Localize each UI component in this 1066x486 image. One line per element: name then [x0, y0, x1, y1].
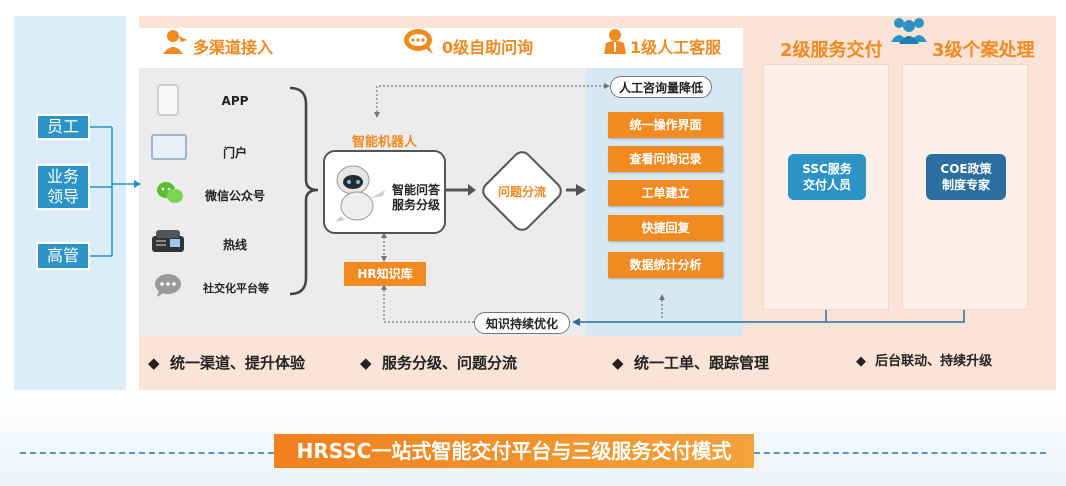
user-business-leader: 业务 领导	[36, 164, 90, 210]
channel-app: APP	[221, 94, 249, 108]
channel-wechat: 微信公众号	[204, 189, 265, 203]
header-level2: 2级服务交付	[780, 40, 883, 61]
banner-line-left	[20, 452, 274, 454]
person-icon	[163, 28, 187, 54]
user-executive: 高管	[36, 242, 90, 270]
portal-icon	[151, 134, 187, 160]
header-self-service: 0级自助问询	[442, 38, 534, 57]
chat-bubble-icon	[403, 28, 437, 54]
optimize-pill: 知识持续优化	[474, 312, 570, 334]
phone-icon	[157, 84, 179, 116]
channel-hotline: 热线	[222, 238, 247, 252]
bottom-point-4: ◆ 后台联动、持续升级	[856, 354, 993, 369]
channel-social: 社交化平台等	[203, 282, 269, 295]
group-icon	[890, 14, 928, 44]
robot-icon	[331, 160, 387, 224]
user-employee: 员工	[36, 114, 90, 140]
header-channels: 多渠道接入	[193, 38, 274, 57]
agent-icon	[604, 28, 626, 54]
header-strip	[139, 28, 743, 68]
manual-item-records: 查看问询记录	[608, 146, 723, 172]
hotline-icon	[150, 228, 186, 254]
bottom-point-3: ◆ 统一工单、跟踪管理	[612, 354, 769, 372]
channel-portal: 门户	[222, 146, 247, 160]
knowledge-base: HR知识库	[344, 262, 426, 286]
robot-text: 智能问答 服务分级	[392, 183, 441, 212]
chat-icon	[153, 272, 183, 298]
manual-item-ticket: 工单建立	[608, 180, 723, 206]
manual-item-statistics: 数据统计分析	[608, 252, 723, 278]
reduce-consult-pill: 人工咨询量降低	[610, 76, 712, 98]
triage-label: 问题分流	[497, 185, 546, 199]
manual-item-quick-reply: 快捷回复	[608, 215, 723, 241]
ssc-delivery-box: SSC服务 交付人员	[788, 154, 866, 200]
banner-line-right	[754, 452, 1046, 454]
bottom-point-2: ◆ 服务分级、问题分流	[360, 354, 517, 372]
wechat-icon	[156, 180, 184, 206]
header-level3: 3级个案处理	[932, 40, 1035, 61]
bottom-point-1: ◆ 统一渠道、提升体验	[148, 354, 305, 372]
banner-title: HRSSC一站式智能交付平台与三级服务交付模式	[274, 434, 754, 468]
robot-title: 智能机器人	[352, 135, 418, 150]
manual-item-unified-ui: 统一操作界面	[608, 112, 723, 138]
coe-expert-box: COE政策 制度专家	[926, 154, 1006, 200]
header-manual: 1级人工客服	[630, 38, 722, 57]
